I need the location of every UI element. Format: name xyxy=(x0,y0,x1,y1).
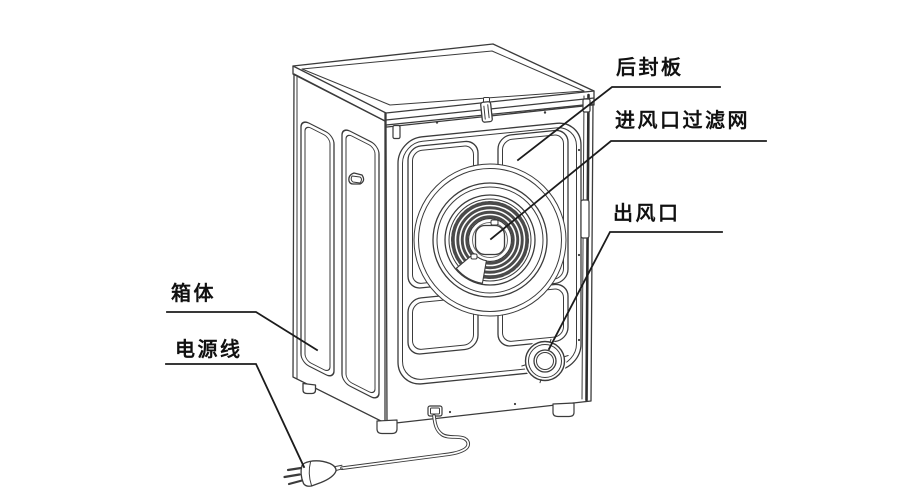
power-cord xyxy=(340,414,471,470)
inlet-filter-mesh xyxy=(413,163,567,317)
leader-power-cord xyxy=(165,363,306,469)
label-air-inlet-filter: 进风口过滤网 xyxy=(615,110,750,132)
mesh-seam xyxy=(455,252,487,284)
corner-foot xyxy=(376,419,398,435)
top-panel xyxy=(292,43,595,128)
filter-center-opening xyxy=(474,224,506,256)
air-outlet-port xyxy=(521,338,569,384)
side-grip-detail xyxy=(348,172,365,185)
leader-lines xyxy=(165,86,767,469)
leader-air-inlet-filter xyxy=(489,140,767,241)
label-cabinet: 箱体 xyxy=(171,283,216,305)
top-latch-clip xyxy=(480,97,493,123)
label-power-cord: 电源线 xyxy=(175,339,243,361)
label-rear-seal-panel: 后封板 xyxy=(616,57,684,79)
label-air-outlet: 出风口 xyxy=(613,203,681,225)
right-foot xyxy=(552,402,575,418)
leader-cabinet xyxy=(166,311,319,352)
rear-seal-panel xyxy=(376,93,594,435)
power-plug xyxy=(283,460,343,487)
side-foot xyxy=(302,382,317,395)
left-hinge-tab xyxy=(392,124,401,140)
cabinet-side-panel xyxy=(292,73,386,424)
right-edge-band xyxy=(577,93,591,402)
leader-rear-seal-panel xyxy=(516,86,721,162)
leader-air-outlet xyxy=(547,231,723,351)
